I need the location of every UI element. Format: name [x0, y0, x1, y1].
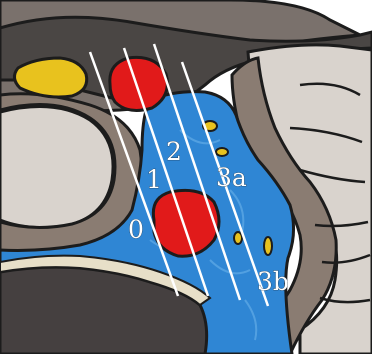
zone-label-1: 1 [146, 165, 162, 194]
yellow-nerve-small-3 [234, 232, 242, 244]
zone-label-3b: 3b [257, 267, 289, 296]
yellow-nerve-small-4 [264, 237, 272, 255]
zone-label-3a: 3a [216, 163, 247, 192]
zone-label-0: 0 [128, 215, 144, 244]
yellow-nerve-upper [14, 58, 86, 97]
zone-label-2: 2 [166, 137, 182, 166]
yellow-nerve-small-2 [216, 148, 228, 156]
left-pale-body [0, 107, 113, 228]
red-vessel-upper [110, 57, 168, 110]
red-vessel-lower [153, 190, 219, 256]
